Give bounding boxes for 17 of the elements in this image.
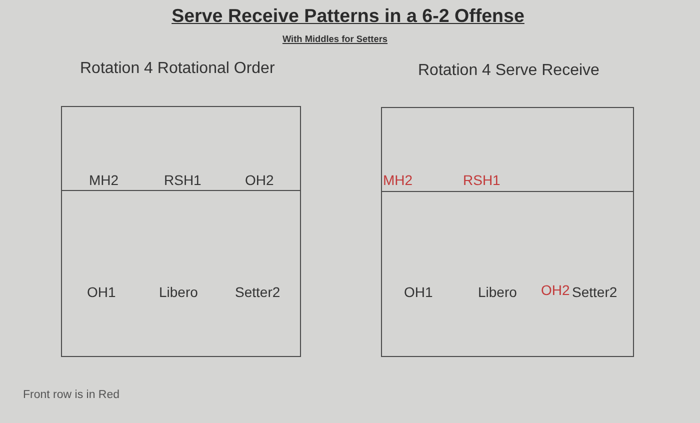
player-label: OH1 — [87, 284, 116, 300]
footnote: Front row is in Red — [23, 389, 120, 401]
player-label: Setter2 — [572, 284, 618, 300]
player-label: MH2 — [383, 172, 413, 188]
player-label: OH2 — [541, 282, 570, 298]
player-label: Libero — [478, 284, 517, 300]
player-label: Setter2 — [235, 284, 280, 300]
player-label: MH2 — [89, 172, 119, 188]
player-label: RSH1 — [463, 172, 500, 188]
player-label: OH2 — [245, 172, 274, 188]
court-heading: Rotation 4 Serve Receive — [418, 61, 600, 80]
subtitle: With Middles for Setters — [282, 34, 388, 44]
player-label: RSH1 — [164, 172, 202, 188]
diagram-title: Serve Receive Patterns in a 6-2 Offense — [172, 5, 524, 27]
court-heading: Rotation 4 Rotational Order — [80, 59, 275, 78]
player-label: Libero — [159, 284, 198, 300]
player-label: OH1 — [404, 284, 433, 300]
